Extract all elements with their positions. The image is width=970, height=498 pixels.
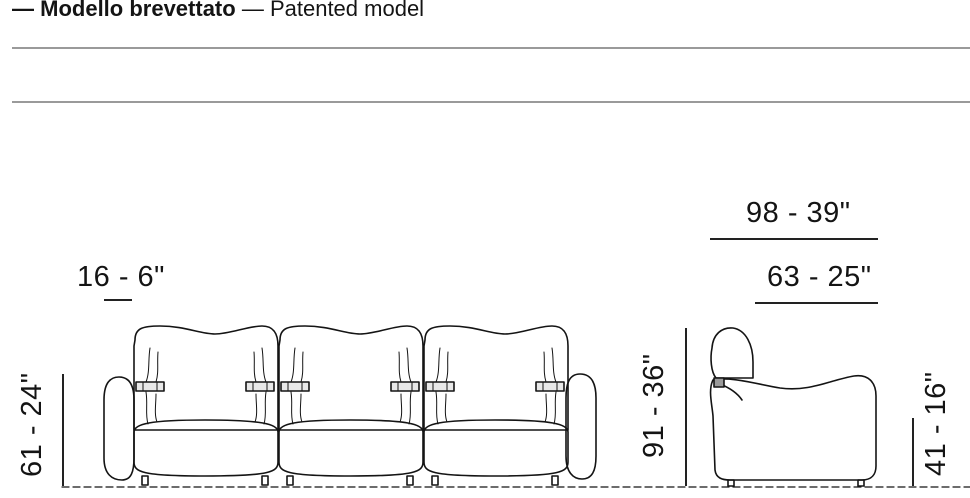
sofa-height-label: 61 - 24": [16, 372, 48, 477]
total-depth-line: [710, 238, 878, 240]
arm-width-label: 16 - 6": [77, 261, 165, 293]
side-foot-back: [857, 479, 865, 487]
foot-1: [141, 475, 149, 486]
sofa-height-line: [62, 374, 64, 486]
top-divider: [12, 47, 970, 49]
title-english: Patented model: [269, 0, 425, 21]
left-armrest: [103, 376, 135, 481]
seat-depth-label: 63 - 25": [767, 261, 872, 293]
right-armrest: [565, 373, 597, 480]
side-view-strap: [713, 377, 725, 388]
strap-1-left: [135, 381, 165, 392]
strap-3-left: [425, 381, 455, 392]
foot-5: [431, 475, 439, 486]
seat-cushion-1: [133, 419, 279, 477]
side-view-back: [710, 327, 754, 379]
foot-4: [406, 475, 414, 486]
seat-cushion-3: [423, 419, 569, 477]
back-cushion-3: [423, 325, 569, 431]
total-depth-label: 98 - 39": [746, 197, 851, 229]
foot-3: [286, 475, 294, 486]
foot-2: [261, 475, 269, 486]
back-cushion-1: [133, 325, 279, 431]
title-italian: Modello brevettato: [40, 0, 236, 21]
seat-depth-line: [755, 302, 878, 304]
seat-cushion-2: [278, 419, 424, 477]
side-height-label: 91 - 36": [638, 353, 670, 458]
strap-2-left: [280, 381, 310, 392]
arm-width-line: [104, 299, 132, 301]
side-view-body: [709, 374, 877, 481]
header-separator: —: [241, 0, 264, 21]
foot-6: [551, 475, 559, 486]
seat-height-line: [912, 418, 914, 486]
seat-height-label: 41 - 16": [920, 371, 952, 476]
strap-2-right: [390, 381, 420, 392]
header-prefix: —: [12, 0, 34, 21]
second-divider: [12, 101, 970, 103]
strap-1-right: [245, 381, 275, 392]
side-height-line: [685, 328, 687, 486]
header: — Modello brevettato — Patented model: [12, 0, 424, 24]
strap-3-right: [535, 381, 565, 392]
back-cushion-2: [278, 325, 424, 431]
side-foot-front: [727, 479, 735, 487]
